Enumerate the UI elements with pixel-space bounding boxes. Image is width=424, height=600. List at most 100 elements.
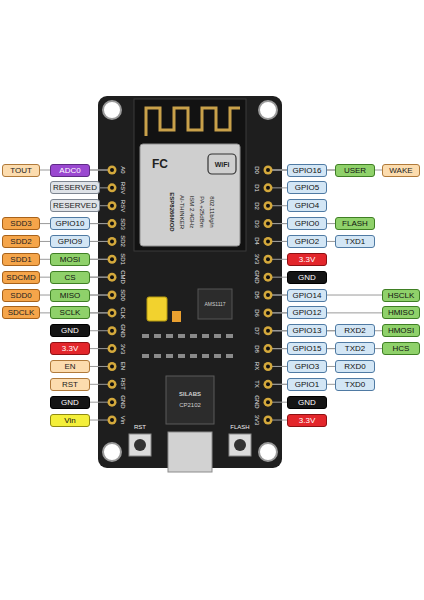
- sd-tag: SDCLK: [2, 306, 40, 319]
- smd-pad: [226, 354, 233, 358]
- pin-pad: [264, 398, 273, 407]
- pin-pad: [108, 362, 117, 371]
- pin-name: SDCMD: [6, 272, 35, 283]
- capacitor-small: [172, 311, 181, 322]
- sd-tag: SDD2: [2, 235, 40, 248]
- leader-line: [268, 312, 388, 313]
- capacitor: [147, 297, 167, 321]
- component-marking: SILABS: [179, 391, 201, 397]
- ground-tag: GND: [287, 271, 327, 284]
- smd-pads: [142, 334, 233, 358]
- reserved-tag: RESERVED: [50, 199, 100, 212]
- pin-hole: [110, 204, 114, 208]
- function-tag: TOUT: [2, 164, 40, 177]
- pin-hole: [110, 382, 114, 386]
- pin-hole: [110, 329, 114, 333]
- pin-hole: [110, 311, 114, 315]
- silkscreen-pin-label: GND: [120, 324, 126, 337]
- pin-name: GPIO10: [56, 218, 85, 229]
- pin-name: GND: [61, 397, 79, 408]
- pin-hole: [110, 222, 114, 226]
- pin-hole: [266, 382, 270, 386]
- silkscreen-pin-label: GND: [120, 396, 126, 409]
- pin-hole: [110, 400, 114, 404]
- silkscreen-pin-label: 3V3: [254, 254, 260, 265]
- pin-name: GPIO15: [293, 343, 322, 354]
- pin-name: GPIO12: [293, 307, 322, 318]
- pin-pad: [264, 273, 273, 282]
- pin-pad: [108, 201, 117, 210]
- silkscreen-pin-label: Vin: [120, 416, 126, 425]
- pin-pad: [264, 380, 273, 389]
- pin-name: TXD0: [345, 379, 365, 390]
- usb-connector: [168, 432, 212, 472]
- pin-hole: [266, 186, 270, 190]
- silkscreen-pin-label: SD2: [120, 236, 126, 248]
- pin-name: RXD2: [344, 325, 365, 336]
- button-cap: [234, 439, 246, 451]
- pin-hole: [266, 311, 270, 315]
- smd-pad: [202, 354, 209, 358]
- pin-name: RXD0: [344, 361, 365, 372]
- pin-pad: [108, 237, 117, 246]
- pin-hole: [110, 168, 114, 172]
- gpio-tag: GPIO4: [287, 199, 327, 212]
- mount-hole: [103, 101, 121, 119]
- pin-name: FLASH: [342, 218, 368, 229]
- pin-hole: [110, 257, 114, 261]
- sd-tag: SDD1: [2, 253, 40, 266]
- gpio-tag: GPIO2: [287, 235, 327, 248]
- pin-hole: [110, 293, 114, 297]
- function-tag: RST: [50, 378, 90, 391]
- pin-name: HCS: [393, 343, 410, 354]
- smd-pad: [166, 334, 173, 338]
- pcb: [98, 96, 282, 468]
- pin-hole: [110, 275, 114, 279]
- pin-name: 3.3V: [62, 343, 78, 354]
- gpio-tag: GPIO1: [287, 378, 327, 391]
- pin-name: HSCLK: [388, 290, 415, 301]
- component-marking: RST: [134, 424, 146, 430]
- component-marking: CP2102: [179, 402, 201, 408]
- pin-name: SDD2: [10, 236, 31, 247]
- smd-pad: [214, 354, 221, 358]
- smd-pad: [142, 334, 149, 338]
- alt-function-tag: FLASH: [335, 217, 375, 230]
- sd-tag: SDCMD: [2, 271, 40, 284]
- silkscreen-pin-label: EN: [120, 362, 126, 370]
- gpio-tag: GPIO9: [50, 235, 90, 248]
- mount-hole: [103, 443, 121, 461]
- ground-tag: GND: [50, 396, 90, 409]
- alt-function-tag: HMOSI: [382, 324, 420, 337]
- flash-button: [229, 434, 251, 456]
- smd-pad: [190, 354, 197, 358]
- silkscreen-pin-label: D6: [254, 309, 260, 317]
- component-marking: AI-THINKER: [179, 195, 185, 229]
- smd-pad: [142, 354, 149, 358]
- function-tag: EN: [50, 360, 90, 373]
- pin-name: GND: [298, 397, 316, 408]
- pin-name: SDD1: [10, 254, 31, 265]
- pin-hole: [266, 275, 270, 279]
- pin-hole: [266, 293, 270, 297]
- pin-name: MISO: [60, 290, 80, 301]
- pin-name: GPIO14: [293, 290, 322, 301]
- pin-hole: [266, 239, 270, 243]
- pin-pad: [264, 291, 273, 300]
- silkscreen-pin-label: 3V3: [254, 415, 260, 426]
- pin-name: GPIO1: [295, 379, 319, 390]
- pin-hole: [266, 347, 270, 351]
- pin-pad: [264, 362, 273, 371]
- silkscreen-pin-label: SD0: [120, 289, 126, 301]
- alt-function-tag: MOSI: [50, 253, 90, 266]
- pin-name: TXD2: [345, 343, 365, 354]
- smd-pad: [178, 334, 185, 338]
- smd-pad: [226, 334, 233, 338]
- gpio-tag: TXD2: [335, 342, 375, 355]
- pin-name: Vin: [64, 415, 75, 426]
- sd-tag: SDD0: [2, 289, 40, 302]
- gpio-tag: GPIO13: [287, 324, 327, 337]
- pin-hole: [110, 186, 114, 190]
- pin-hole: [110, 418, 114, 422]
- alt-function-tag: HCS: [382, 342, 420, 355]
